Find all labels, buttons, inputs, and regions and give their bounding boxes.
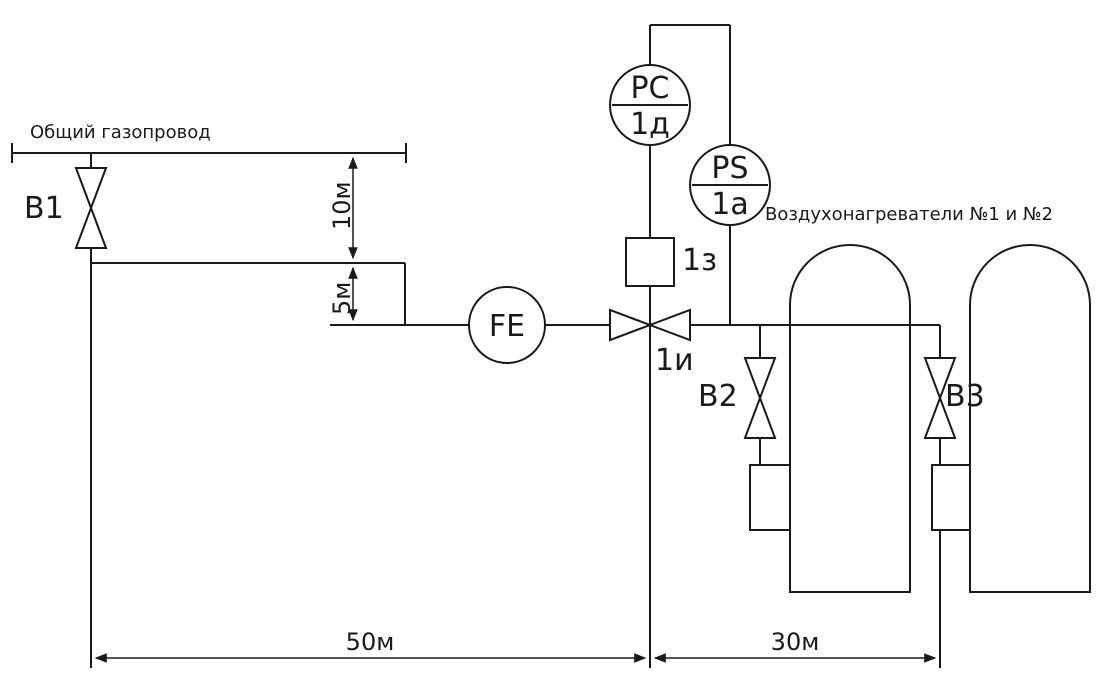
ps-top-label: PS [711, 151, 748, 186]
valve-b3-label: В3 [945, 379, 985, 414]
valve-b2-label: В2 [698, 379, 738, 414]
dimension-5m-label: 5м [328, 282, 356, 315]
valve-b3[interactable] [923, 357, 957, 439]
heaters-label: Воздухонагреватели №1 и №2 [765, 204, 1053, 225]
burner-1 [749, 464, 791, 531]
dimension-50m-label: 50м [346, 628, 395, 656]
burner-2 [931, 464, 971, 531]
dimension-10m-label: 10м [328, 181, 356, 230]
pc-bottom-label: 1д [630, 107, 670, 142]
heater-1 [789, 244, 911, 593]
pc-instrument[interactable] [609, 64, 691, 146]
heater-2 [969, 244, 1091, 593]
fe-label: FE [489, 309, 525, 344]
ps-bottom-label: 1а [711, 187, 748, 222]
valve-1i[interactable] [609, 308, 691, 342]
gas-main-label: Общий газопровод [30, 122, 211, 143]
device-1z[interactable] [625, 237, 675, 287]
dimension-30m-label: 30м [771, 628, 820, 656]
valve-b1-label: В1 [24, 191, 64, 226]
valve-b2[interactable] [743, 357, 777, 439]
device-1z-label: 1з [682, 243, 717, 278]
gas-main-line [11, 143, 407, 163]
pc-top-label: PC [630, 71, 669, 106]
valve-b1[interactable] [74, 167, 108, 249]
valve-1i-label: 1и [655, 343, 694, 378]
